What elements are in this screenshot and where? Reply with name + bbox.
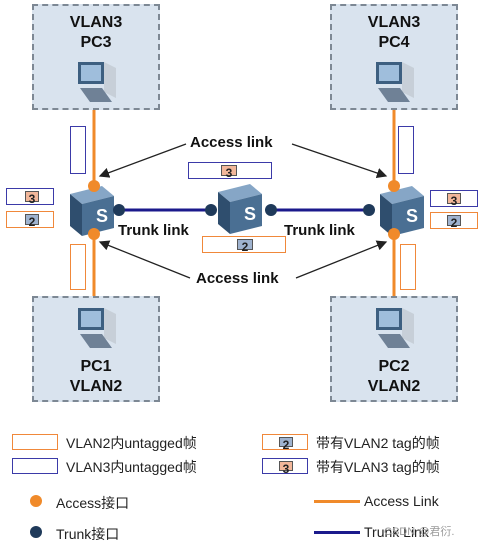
access-port-pc2 <box>388 228 400 240</box>
pc3-box: VLAN3 PC3 <box>32 4 160 110</box>
untagged-vlan3-frame-pc3 <box>70 126 86 174</box>
legend-untagged-vlan3-swatch <box>12 458 58 474</box>
arrow-access-top-left <box>98 143 187 178</box>
switch-right <box>380 186 424 236</box>
trunk-link-label-left: Trunk link <box>118 222 189 239</box>
vlan2-tag: 2 <box>237 239 253 254</box>
legend-trunk-link-label: Trunk Link <box>364 524 429 540</box>
computer-icon <box>78 308 116 348</box>
pc4-vlan-label: VLAN3 <box>367 14 421 31</box>
access-port-pc3 <box>88 180 100 192</box>
legend-tagged-vlan3-label: 带有VLAN3 tag的帧 <box>316 459 440 475</box>
legend-trunk-port-dot <box>30 526 42 538</box>
legend-trunk-link-line <box>314 531 360 534</box>
vlan3-tag: 3 <box>447 193 461 208</box>
pc1-box: PC1 VLAN2 <box>32 296 160 402</box>
untagged-vlan2-frame-pc1 <box>70 244 86 290</box>
tagged-vlan3-frame-trunk: 3 <box>188 162 272 180</box>
vlan3-tag: 3 <box>25 191 39 206</box>
untagged-vlan3-frame-pc4 <box>398 126 414 174</box>
pc3-name-label: PC3 <box>80 34 112 51</box>
vlan3-tag: 3 <box>279 461 293 476</box>
legend-access-link-label: Access Link <box>364 493 439 509</box>
access-port-pc1 <box>88 228 100 240</box>
switch-middle-glyph: S <box>244 204 256 224</box>
vlan3-tag: 3 <box>221 165 237 180</box>
legend-untagged-vlan2-swatch <box>12 434 58 450</box>
trunk-port-middle-right <box>265 204 277 216</box>
tagged-vlan2-frame-left: 2 <box>6 211 54 229</box>
switch-middle <box>218 184 262 234</box>
computer-icon <box>376 308 414 348</box>
legend-access-port-dot <box>30 495 42 507</box>
pc3-vlan-label: VLAN3 <box>69 14 123 31</box>
computer-icon <box>78 62 116 102</box>
legend-tagged-vlan2-label: 带有VLAN2 tag的帧 <box>316 435 440 451</box>
trunk-port-left <box>113 204 125 216</box>
vlan2-tag: 2 <box>279 437 293 452</box>
trunk-port-right <box>363 204 375 216</box>
pc4-box: VLAN3 PC4 <box>330 4 458 110</box>
tagged-vlan2-frame-right: 2 <box>430 212 478 230</box>
vlan2-tag: 2 <box>25 214 39 229</box>
access-port-pc4 <box>388 180 400 192</box>
trunk-link-label-right: Trunk link <box>284 222 355 239</box>
tagged-vlan3-frame-right: 3 <box>430 190 478 208</box>
pc2-box: PC2 VLAN2 <box>330 296 458 402</box>
pc2-vlan-label: VLAN2 <box>367 378 421 395</box>
arrow-access-top-right <box>291 143 388 178</box>
legend-trunk-port-label: Trunk接口 <box>56 526 120 542</box>
switch-left <box>70 186 114 236</box>
legend-access-port-label: Access接口 <box>56 495 130 511</box>
access-link-label-top: Access link <box>190 134 273 151</box>
pc4-name-label: PC4 <box>378 34 410 51</box>
pc1-name-label: PC1 <box>80 358 112 375</box>
access-link-label-bottom: Access link <box>196 270 279 287</box>
switch-right-glyph: S <box>406 206 418 226</box>
untagged-vlan2-frame-pc2 <box>400 244 416 290</box>
legend-untagged-vlan2-label: VLAN2内untagged帧 <box>66 435 197 451</box>
watermark: CSDN @君衍. <box>384 526 455 538</box>
legend-untagged-vlan3-label: VLAN3内untagged帧 <box>66 459 197 475</box>
trunk-port-middle-left <box>205 204 217 216</box>
arrow-access-bottom-right <box>295 240 388 279</box>
computer-icon <box>376 62 414 102</box>
pc2-name-label: PC2 <box>378 358 410 375</box>
tagged-vlan3-frame-left: 3 <box>6 188 54 206</box>
switch-left-glyph: S <box>96 206 108 226</box>
tagged-vlan2-frame-trunk: 2 <box>202 236 286 254</box>
vlan2-tag: 2 <box>447 215 461 230</box>
legend-tagged-vlan2-swatch: 2 <box>262 434 308 452</box>
pc1-vlan-label: VLAN2 <box>69 378 123 395</box>
legend-tagged-vlan3-swatch: 3 <box>262 458 308 476</box>
legend-access-link-line <box>314 500 360 503</box>
arrow-access-bottom-left <box>98 240 191 279</box>
